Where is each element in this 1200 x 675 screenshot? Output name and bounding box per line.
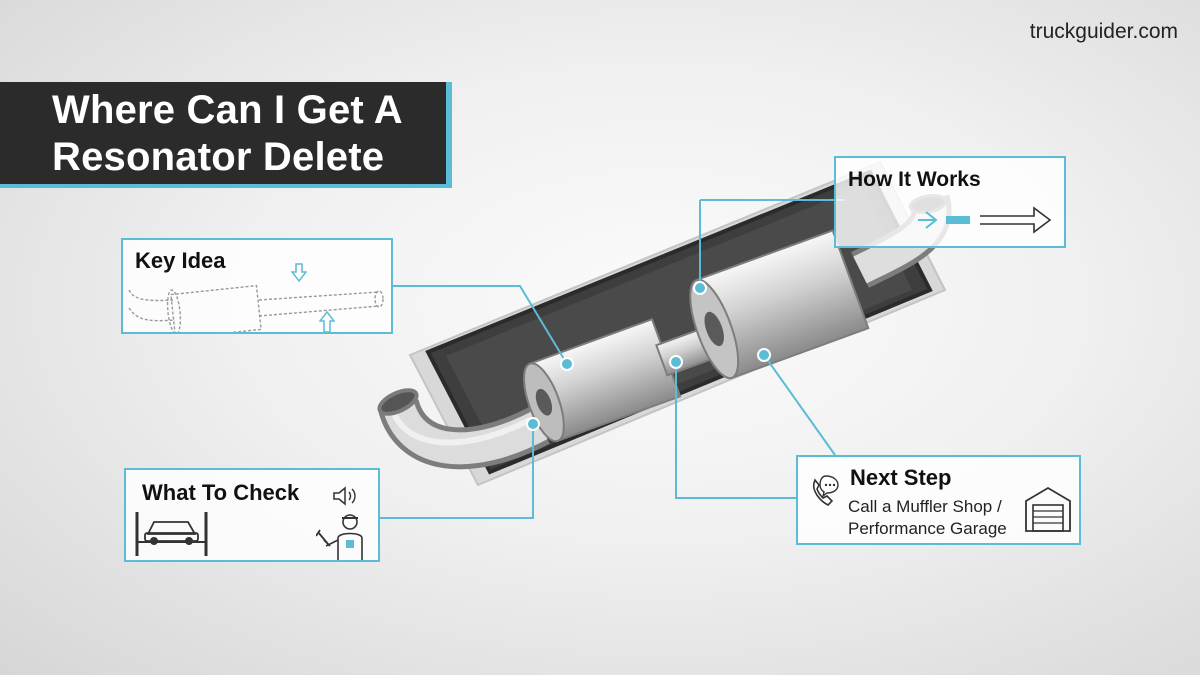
next-step-title: Next Step bbox=[850, 465, 952, 490]
inlet-pipe bbox=[377, 388, 550, 470]
how-it-works-card: How It Works bbox=[834, 156, 1066, 248]
next-step-line-2: Performance Garage bbox=[848, 519, 1007, 538]
site-url[interactable]: truckguider.com bbox=[1029, 20, 1178, 43]
muffler-can bbox=[689, 229, 870, 380]
next-step-line-1: Call a Muffler Shop / bbox=[848, 497, 1002, 516]
how-it-works-title: How It Works bbox=[848, 168, 981, 191]
pipe-sketch-icon bbox=[128, 284, 384, 332]
resonator-can bbox=[523, 317, 682, 443]
key-idea-card: Key Idea bbox=[121, 238, 393, 334]
page-title-line-2: Resonator Delete bbox=[52, 135, 385, 179]
mechanic-icon bbox=[316, 514, 363, 560]
speaker-icon bbox=[333, 486, 356, 506]
garage-icon bbox=[1025, 486, 1071, 532]
title-banner bbox=[0, 82, 452, 188]
next-step-text: Call a Muffler Shop / Performance Garage bbox=[848, 496, 1007, 540]
next-step-card: Next Step Call a Muffler Shop / Performa… bbox=[796, 455, 1081, 545]
phone-icon bbox=[812, 475, 839, 506]
callout-dots bbox=[526, 281, 771, 431]
what-to-check-title: What To Check bbox=[142, 480, 300, 505]
up-arrow-icon bbox=[319, 310, 335, 333]
what-to-check-card: What To Check bbox=[124, 468, 380, 562]
page-title-line-1: Where Can I Get A bbox=[52, 88, 403, 132]
car-lift-icon bbox=[135, 512, 208, 556]
key-idea-title: Key Idea bbox=[135, 248, 226, 273]
down-arrow-icon bbox=[291, 263, 307, 283]
flow-arrow-icon bbox=[918, 206, 1052, 234]
callout-lines bbox=[380, 199, 845, 519]
